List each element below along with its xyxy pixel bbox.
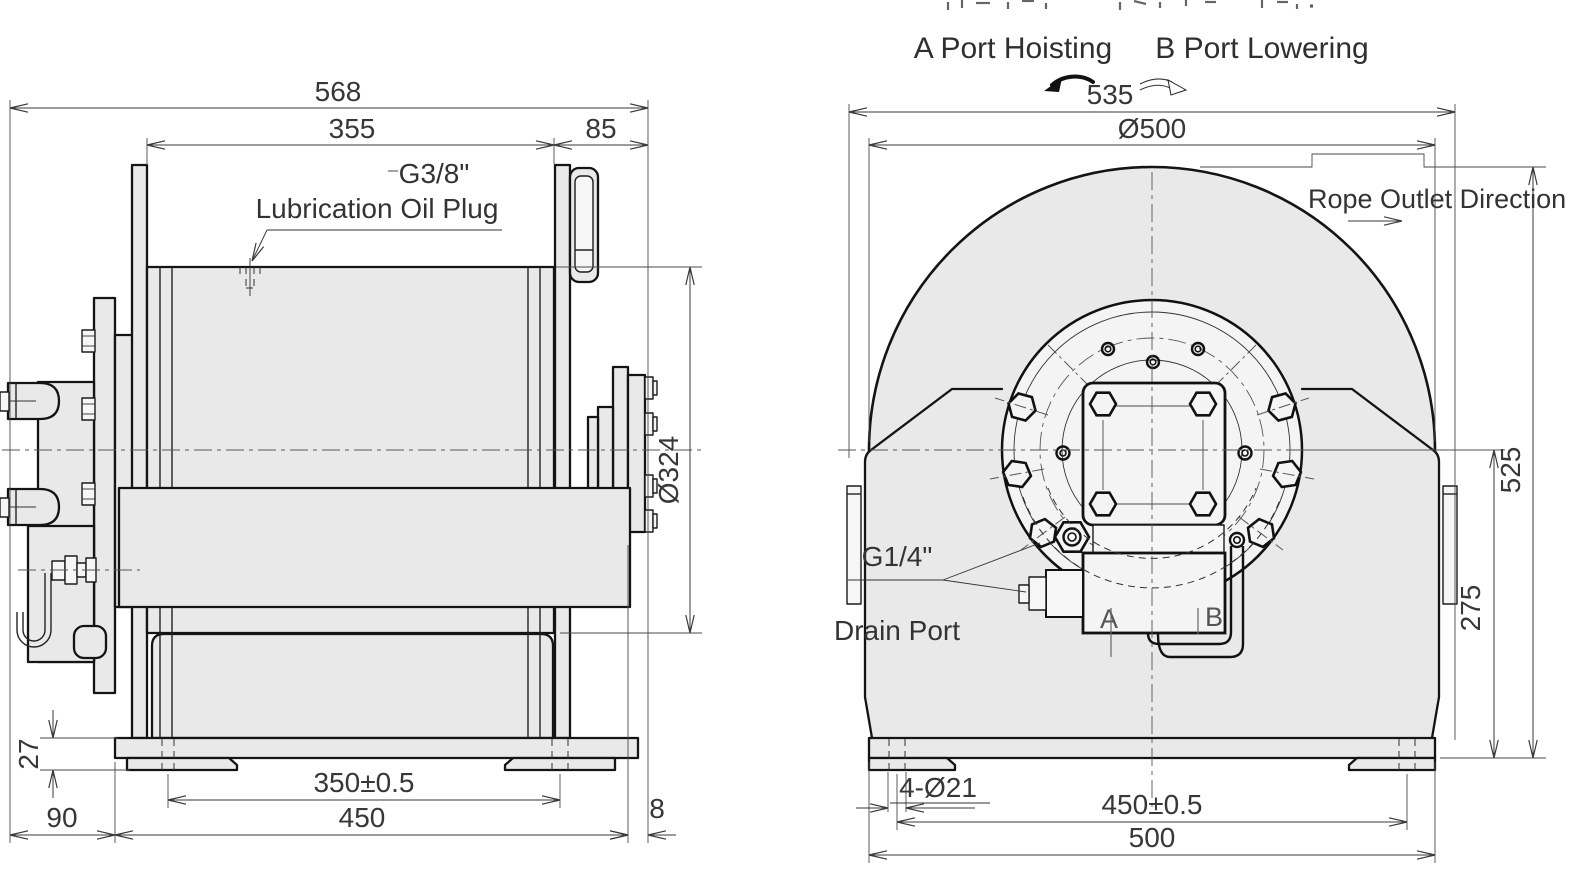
boss-bolt-lower [0,497,10,518]
rope-outlet-label: Rope Outlet Direction [1308,184,1566,214]
dim-90: 90 [46,802,77,833]
drum-flange-right [553,163,572,740]
drain-tube-inner [16,573,52,648]
rope-ext-stepped [1200,153,1546,168]
left-view-dimensions: 568 355 85 Ø324 27 350±0.5 450 90 8 [9,76,702,843]
dim-275: 275 [1455,585,1486,632]
foot-hole-hidden-lines-rv [888,739,1416,770]
dim-85: 85 [585,113,616,144]
hub-bolts-round [1055,341,1253,549]
drain-tube-outer [22,573,46,642]
base-plate-left-view [113,736,640,760]
right-view: A B A Port Hoisting B Port Lowering [834,0,1566,863]
hydraulic-motor-assembly [0,296,135,695]
boss-bolt-upper [0,391,10,412]
port-b-lowering-label: B Port Lowering [1155,32,1368,65]
cover-bolt-lines [1102,405,1204,505]
dim-355: 355 [329,113,376,144]
dim-535: 535 [1087,79,1134,110]
hoisting-rotation-arrow [1044,74,1095,92]
dim-500-base: 500 [1129,822,1176,853]
plate-bolts [81,329,96,506]
frame-lower-member [150,632,555,740]
lubrication-plug-hidden [239,258,261,296]
foot-right [503,756,617,772]
plug-name-label: Lubrication Oil Plug [256,193,499,224]
dim-350: 350±0.5 [313,767,414,798]
port-b-pipe-inner [1156,546,1245,659]
valve-spacer [1092,524,1225,554]
dim-324: Ø324 [653,436,684,505]
left-view: 568 355 85 Ø324 27 350±0.5 450 90 8 G3/8… [0,76,706,843]
valve-port-a-label: A [1100,604,1118,634]
valve-block [1081,551,1227,635]
dim-450-rv: 450±0.5 [1101,789,1202,820]
plug-thread-label: G3/8" [399,158,470,189]
dim-450: 450 [339,802,386,833]
rope-outlet-callout: Rope Outlet Direction [1308,184,1566,226]
drain-thread-label: G1/4" [862,541,933,572]
drain-name-label: Drain Port [834,615,960,646]
motor-bottom-tab [72,624,108,660]
drain-port-callout: G1/4" Drain Port [834,541,1041,646]
lubrication-plug-callout: G3/8" Lubrication Oil Plug [251,158,502,262]
drain-fitting [1018,569,1084,618]
foot-left [125,756,239,772]
dim-27: 27 [13,738,44,769]
drum-flange-left [130,163,149,740]
foot-hole-hidden-lines [161,739,569,770]
port-b-pipe-outer [1146,546,1233,646]
valve-port-b-label: B [1205,602,1223,632]
foot-left-rv [867,756,957,772]
dim-8: 8 [649,793,665,824]
dim-4xd21: 4-Ø21 [899,772,977,803]
dim-500-dia: Ø500 [1118,113,1187,144]
rope-outlet-bracket [568,166,600,284]
cropped-text-fragments [946,0,1313,10]
foot-right-rv [1347,756,1437,772]
cover-bolts [1088,391,1218,517]
hidden-arc-outer [1022,496,1282,589]
lowering-rotation-arrow [1139,78,1188,96]
dim-525: 525 [1495,447,1526,494]
rope-pressure-band [117,486,632,609]
port-a-hoisting-label: A Port Hoisting [914,32,1112,65]
dim-568: 568 [315,76,362,107]
flange-bolts [644,376,658,533]
right-view-dimensions: 535 Ø500 525 275 4-Ø21 450±0.5 500 [848,79,1546,863]
